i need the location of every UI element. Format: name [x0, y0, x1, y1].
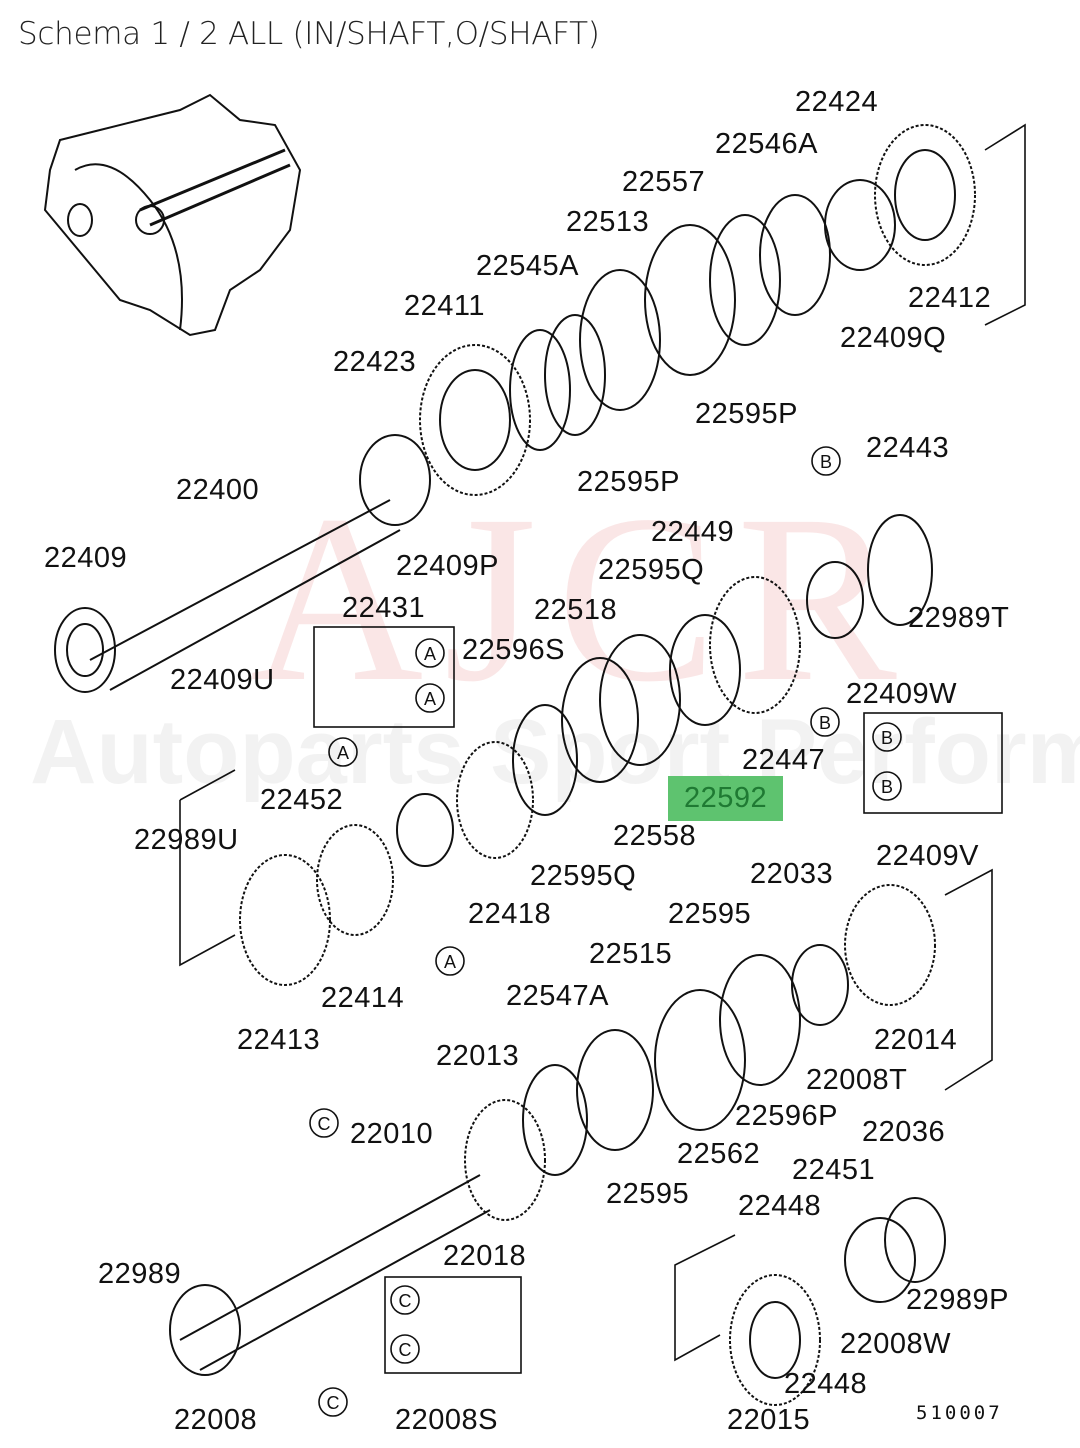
part-label[interactable]: 22595 — [606, 1178, 690, 1210]
diagram-code: 510007 — [916, 1402, 1003, 1424]
svg-text:A: A — [337, 743, 349, 763]
part-label[interactable]: 22413 — [237, 1024, 321, 1056]
part-label[interactable]: 22448 — [738, 1190, 822, 1222]
svg-text:C: C — [327, 1393, 340, 1413]
part-label[interactable]: 22409 — [44, 542, 128, 574]
part-label[interactable]: 22412 — [908, 282, 992, 314]
upper-synchro-set — [509, 124, 976, 451]
part-label[interactable]: 22518 — [534, 594, 618, 626]
part-label[interactable]: 22989U — [134, 824, 239, 856]
part-label[interactable]: 22015 — [727, 1404, 811, 1436]
part-label[interactable]: 22447 — [742, 744, 826, 776]
page-title: Schema 1 / 2 ALL (IN/SHAFT,O/SHAFT) — [18, 16, 600, 52]
part-label[interactable]: 22562 — [677, 1138, 761, 1170]
part-label[interactable]: 22409W — [846, 678, 958, 710]
part-label[interactable]: 22596S — [462, 634, 565, 666]
part-label[interactable]: 22414 — [321, 982, 405, 1014]
middle-gear-set — [239, 514, 933, 986]
part-label[interactable]: 22409Q — [840, 322, 947, 354]
svg-text:B: B — [820, 452, 832, 472]
transmission-overview-icon — [43, 93, 302, 337]
part-label[interactable]: 22431 — [342, 592, 426, 624]
part-label[interactable]: 22547A — [506, 980, 609, 1012]
part-label[interactable]: 22036 — [862, 1116, 946, 1148]
part-label[interactable]: 22008S — [395, 1404, 498, 1436]
part-label[interactable]: 22545A — [476, 250, 579, 282]
part-label[interactable]: 22546A — [715, 128, 818, 160]
svg-text:C: C — [399, 1291, 412, 1311]
part-label[interactable]: 22515 — [589, 938, 673, 970]
part-label[interactable]: 22448 — [784, 1368, 868, 1400]
part-label[interactable]: 22513 — [566, 206, 650, 238]
part-label[interactable]: 22008T — [806, 1064, 908, 1096]
svg-text:A: A — [444, 952, 456, 972]
input-shaft — [54, 344, 531, 693]
watermark-logo: AJCR — [250, 465, 917, 731]
output-shaft — [169, 884, 946, 1406]
part-label[interactable]: 22424 — [795, 86, 879, 118]
part-label[interactable]: 22443 — [866, 432, 950, 464]
part-label[interactable]: 22400 — [176, 474, 260, 506]
part-label[interactable]: 22449 — [651, 516, 735, 548]
highlighted-part-label[interactable]: 22592 — [668, 776, 784, 821]
part-label[interactable]: 22451 — [792, 1154, 876, 1186]
svg-text:C: C — [399, 1340, 412, 1360]
part-label[interactable]: 22595Q — [598, 554, 705, 586]
part-label[interactable]: 22989T — [908, 602, 1010, 634]
part-label[interactable]: 22033 — [750, 858, 834, 890]
part-label[interactable]: 22409P — [396, 550, 499, 582]
part-label[interactable]: 22013 — [436, 1040, 520, 1072]
part-label[interactable]: 22014 — [874, 1024, 958, 1056]
part-label[interactable]: 22558 — [613, 820, 697, 852]
part-label[interactable]: 22557 — [622, 166, 706, 198]
svg-text:A: A — [424, 644, 436, 664]
part-label[interactable]: 22008W — [840, 1328, 952, 1360]
svg-text:B: B — [819, 713, 831, 733]
part-label[interactable]: 22411 — [404, 290, 485, 322]
callout-bubbles — [309, 446, 902, 1417]
svg-text:B: B — [881, 777, 893, 797]
part-label[interactable]: 22595 — [668, 898, 752, 930]
part-label[interactable]: 22418 — [468, 898, 552, 930]
part-label[interactable]: 22008 — [174, 1404, 258, 1436]
part-label[interactable]: 22989 — [98, 1258, 182, 1290]
part-label[interactable]: 22595Q — [530, 860, 637, 892]
part-label[interactable]: 22596P — [735, 1100, 838, 1132]
part-label[interactable]: 22409V — [876, 840, 979, 872]
part-label[interactable]: 22423 — [333, 346, 417, 378]
part-label[interactable]: 22010 — [350, 1118, 434, 1150]
part-label[interactable]: 22409U — [170, 664, 275, 696]
svg-text:C: C — [318, 1114, 331, 1134]
part-label[interactable]: 22018 — [443, 1240, 527, 1272]
part-label[interactable]: 22595P — [577, 466, 680, 498]
part-label[interactable]: 22452 — [260, 784, 344, 816]
part-label[interactable]: 22989P — [906, 1284, 1009, 1316]
part-label[interactable]: 22595P — [695, 398, 798, 430]
svg-text:A: A — [424, 689, 436, 709]
group-brackets — [179, 123, 1026, 1374]
svg-text:B: B — [881, 728, 893, 748]
